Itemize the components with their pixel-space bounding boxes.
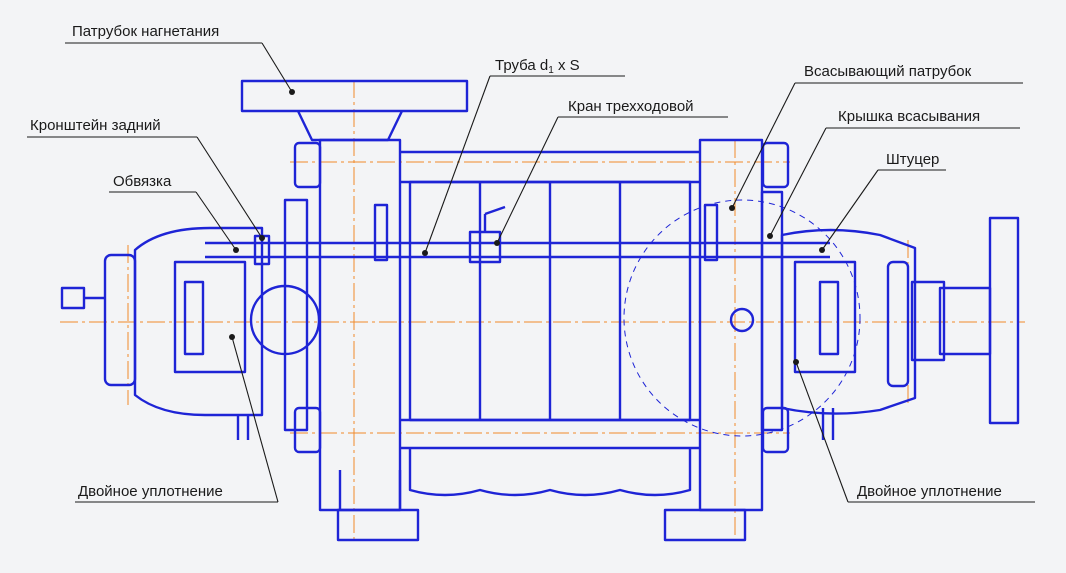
label-rear-bracket: Кронштейн задний xyxy=(30,117,161,134)
label-double-seal-right: Двойное уплотнение xyxy=(857,483,1002,500)
label-three-way-valve: Кран трехходовой xyxy=(568,98,694,115)
pump-body xyxy=(60,79,1020,542)
suction-outline xyxy=(623,199,861,437)
leader-lines xyxy=(27,42,1035,503)
label-piping: Обвязка xyxy=(113,173,172,190)
label-suction-nozzle: Всасывающий патрубок xyxy=(804,63,972,80)
label-pipe: Труба d1 x S xyxy=(495,57,580,76)
label-suction-cover: Крышка всасывания xyxy=(838,108,980,125)
label-discharge-nozzle: Патрубок нагнетания xyxy=(72,23,219,40)
label-fitting: Штуцер xyxy=(886,151,939,168)
label-double-seal-left: Двойное уплотнение xyxy=(78,483,223,500)
leader-dots xyxy=(229,89,825,365)
